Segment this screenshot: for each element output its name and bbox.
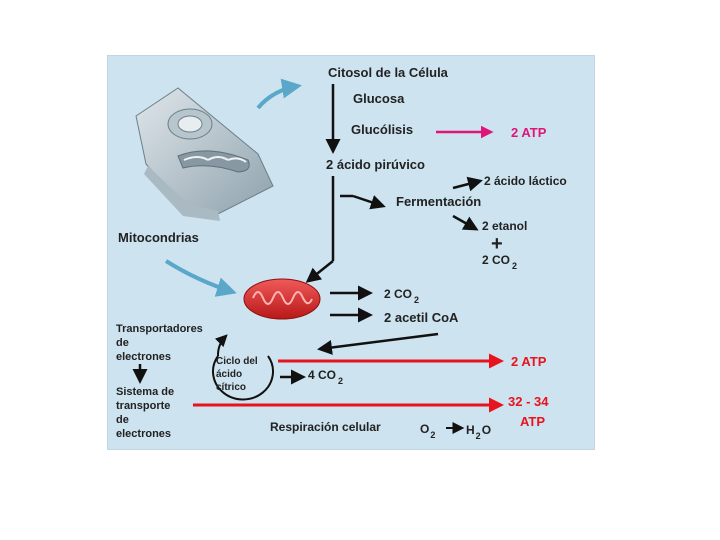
cell-illustration	[135, 87, 274, 221]
mitochondrion-illustration	[243, 278, 321, 320]
diagram-panel: Citosol de la Célula Glucosa Glucólisis …	[107, 55, 595, 450]
curved-arrow-icon	[164, 259, 237, 297]
label-transportadores-2: de	[116, 337, 129, 349]
label-transportadores-3: electrones	[116, 351, 171, 363]
curved-arrow-icon	[256, 78, 302, 110]
label-atp-resp-2: ATP	[520, 414, 545, 429]
acetil-return-arrow	[317, 332, 439, 355]
label-glucosa: Glucosa	[353, 91, 405, 106]
label-piruvico: 2 ácido pirúvico	[326, 157, 425, 172]
label-fermentacion: Fermentación	[396, 194, 481, 209]
cellular-respiration-diagram: Citosol de la Célula Glucosa Glucólisis …	[116, 65, 567, 441]
label-atp-resp-1: 32 - 34	[508, 394, 549, 409]
cycle-circle-icon	[212, 334, 274, 401]
label-mitocondrias: Mitocondrias	[118, 230, 199, 245]
label-transportadores-1: Transportadores	[116, 323, 203, 335]
label-atp-glucolisis: 2 ATP	[511, 125, 547, 140]
label-acetil: 2 acetil CoA	[384, 310, 459, 325]
lactic-arrow	[452, 176, 483, 192]
label-sistema-4: electrones	[116, 428, 171, 440]
label-sistema-1: Sistema de	[116, 386, 174, 398]
label-atp-ciclo: 2 ATP	[511, 354, 547, 369]
label-plus: +	[491, 233, 503, 255]
label-glucolisis: Glucólisis	[351, 122, 413, 137]
fermentation-arrow	[352, 194, 386, 210]
label-o2: O2	[420, 422, 435, 440]
label-ciclo-3: cítrico	[216, 382, 246, 393]
label-sistema-2: transporte	[116, 400, 170, 412]
label-citosol: Citosol de la Célula	[328, 65, 449, 80]
label-h2o: H2O	[466, 423, 491, 441]
pyruvate-to-mito-arrow	[305, 260, 334, 283]
label-etanol: 2 etanol	[482, 219, 527, 233]
ethanol-arrow	[452, 214, 479, 231]
label-sistema-3: de	[116, 414, 129, 426]
label-respiracion: Respiración celular	[270, 420, 381, 434]
label-ciclo-1: Ciclo del	[216, 356, 258, 367]
label-ciclo-2: ácido	[216, 369, 242, 380]
label-lactico: 2 ácido láctico	[484, 174, 567, 188]
